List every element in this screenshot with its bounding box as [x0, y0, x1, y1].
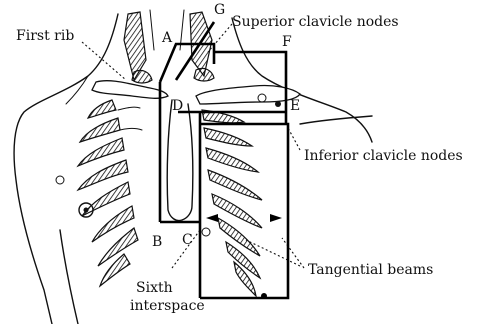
- sixth-label: Sixth: [136, 280, 173, 296]
- tangential-beams-label: Tangential beams: [308, 262, 433, 278]
- interspace-label: interspace: [130, 298, 205, 314]
- point-d-label: D: [172, 98, 183, 114]
- point-e-label: E: [290, 98, 300, 114]
- ribs-left: [56, 100, 142, 286]
- clavicles: [92, 68, 300, 104]
- point-a-label: A: [161, 30, 173, 46]
- point-g-label: G: [214, 2, 225, 18]
- tangential-arrow-right: [270, 214, 282, 222]
- inferior-clavicle-nodes-label: Inferior clavicle nodes: [304, 148, 463, 164]
- tangential-arrow-left: [206, 214, 218, 222]
- point-labels: A B C D E F G: [152, 2, 300, 250]
- sternum: [167, 100, 193, 221]
- point-c-label: C: [182, 232, 193, 248]
- superior-clavicle-nodes-label: Superior clavicle nodes: [232, 14, 399, 30]
- point-b-label: B: [152, 234, 162, 250]
- point-f-label: F: [282, 34, 292, 50]
- first-rib-label: First rib: [16, 28, 74, 44]
